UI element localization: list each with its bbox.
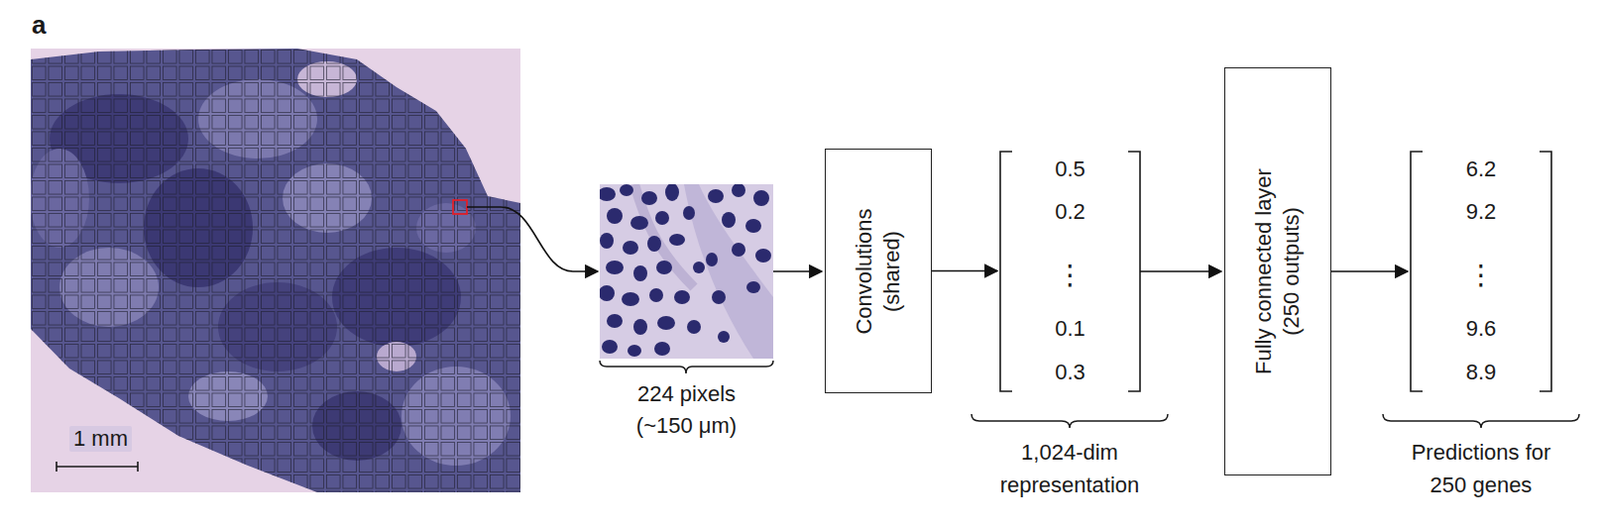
drawing-part	[654, 342, 671, 356]
vector-value: 9.2	[1410, 198, 1552, 227]
drawing-part	[971, 414, 1168, 429]
caption-text: 1,024-dim representation	[984, 436, 1155, 502]
drawing-part	[56, 465, 138, 468]
drawing-part	[746, 281, 761, 294]
drawing-part	[601, 340, 618, 354]
drawing-part	[606, 314, 623, 329]
drawing-part	[674, 290, 690, 305]
flow-arrow	[773, 270, 822, 273]
selected-tile	[453, 200, 467, 215]
drawing-part	[1000, 151, 1013, 392]
vector-value: 6.2	[1410, 155, 1552, 184]
drawing-part	[683, 206, 695, 221]
box-label: Fully connected layer (250 outputs)	[1250, 152, 1306, 391]
drawing-part	[1128, 151, 1141, 392]
panel-letter: a	[31, 9, 46, 41]
process-box: Fully connected layer (250 outputs)	[1224, 67, 1332, 476]
vector-value: 9.6	[1410, 315, 1552, 343]
drawing-part	[634, 184, 694, 288]
pointer-arrow	[466, 207, 598, 272]
slide-background	[30, 48, 521, 493]
drawing-part	[630, 216, 649, 230]
drawing-part	[755, 248, 772, 263]
vector-value: 8.9	[1410, 358, 1552, 387]
drawing-part	[627, 344, 642, 357]
drawing-part	[649, 288, 664, 303]
drawing-part	[721, 212, 736, 229]
flow-arrow	[1140, 270, 1222, 273]
drawing-part	[599, 285, 615, 302]
caption-text: Predictions for 250 genes	[1408, 436, 1554, 502]
drawing-part	[684, 184, 774, 359]
drawing-part	[665, 184, 680, 202]
drawing-part	[599, 360, 774, 374]
drawing-part	[705, 252, 718, 267]
scale-label: 1 mm	[69, 426, 132, 453]
drawing-part	[55, 461, 58, 472]
drawing-part	[753, 190, 770, 207]
vector-value: 0.5	[1000, 155, 1141, 184]
drawing-part	[619, 184, 634, 197]
drawing-part	[30, 48, 521, 493]
drawing-part	[692, 261, 705, 274]
drawing-part	[717, 331, 730, 343]
vector-value: 0.1	[1000, 315, 1141, 343]
box-label: Convolutions (shared)	[850, 192, 907, 351]
drawing-part	[633, 265, 648, 282]
scale-bar	[56, 461, 138, 472]
drawing-part	[1382, 414, 1580, 429]
feature-vector: 0.50.2⋮0.10.31,024-dim representation	[1000, 151, 1141, 392]
drawing-part	[655, 211, 670, 226]
drawing-part	[686, 320, 701, 335]
tissue-section	[29, 48, 521, 493]
drawing-part	[1410, 151, 1423, 392]
braces	[599, 360, 1580, 429]
output-vector: 6.29.2⋮9.68.9Predictions for 250 genes	[1410, 151, 1552, 392]
vector-value: ⋮	[1410, 261, 1552, 290]
drawing-part	[731, 184, 746, 198]
drawing-part	[641, 191, 658, 206]
drawing-part	[599, 232, 614, 249]
drawing-part	[599, 184, 772, 357]
drawing-part	[599, 187, 616, 202]
drawing-part	[606, 208, 623, 225]
drawing-part	[669, 233, 686, 246]
drawing-part	[731, 242, 746, 257]
drawing-part	[599, 184, 774, 359]
drawing-part	[605, 260, 624, 275]
drawing-part	[707, 189, 724, 204]
drawing-part	[1539, 151, 1552, 392]
drawing-part	[657, 316, 676, 331]
caption-text: 224 pixels (~150 μm)	[616, 378, 758, 443]
flow-arrow	[1331, 270, 1408, 273]
drawing-part	[136, 461, 139, 472]
vector-value: 0.2	[1000, 198, 1141, 227]
vector-brackets	[1000, 151, 1552, 392]
flow-arrow	[931, 270, 998, 273]
vector-value: ⋮	[1000, 261, 1141, 290]
drawing-part	[622, 240, 639, 255]
drawing-part	[30, 48, 521, 493]
drawing-part	[656, 260, 673, 275]
drawing-part	[745, 219, 762, 233]
tile-image	[599, 184, 774, 359]
process-box: Convolutions (shared)	[824, 148, 932, 394]
vector-value: 0.3	[1000, 358, 1141, 387]
drawing-part	[711, 290, 726, 305]
drawing-part	[647, 235, 662, 252]
image-tile: 224 pixels (~150 μm)	[599, 184, 774, 359]
drawing-part	[633, 319, 648, 336]
drawing-part	[621, 292, 640, 307]
